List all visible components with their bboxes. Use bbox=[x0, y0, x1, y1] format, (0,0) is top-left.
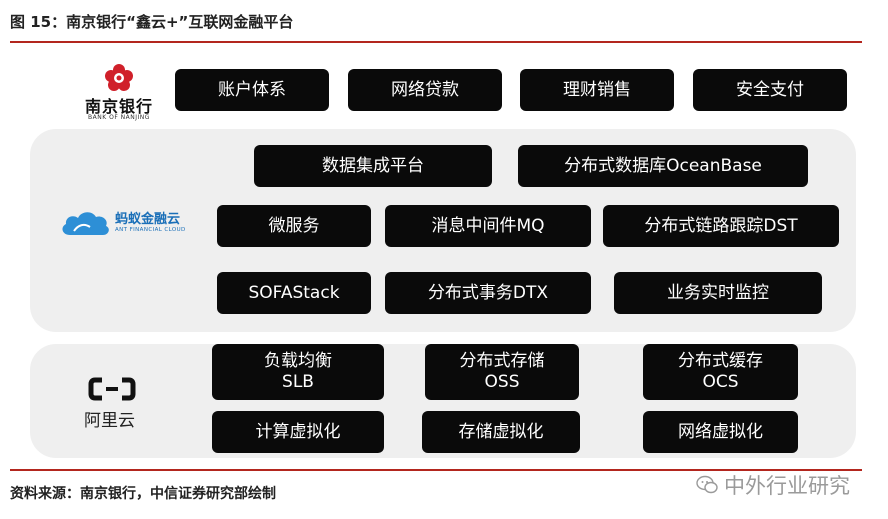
ant-mq: 消息中间件MQ bbox=[385, 205, 591, 247]
service-account-system: 账户体系 bbox=[175, 69, 329, 111]
ant-data-integration-platform: 数据集成平台 bbox=[254, 145, 492, 187]
bank-emblem-icon bbox=[105, 64, 133, 91]
bottom-rule bbox=[10, 469, 862, 471]
watermark: 中外行业研究 bbox=[696, 470, 850, 500]
wechat-icon bbox=[696, 475, 718, 494]
watermark-text: 中外行业研究 bbox=[724, 474, 850, 498]
aliyun-network-virtualization: 网络虚拟化 bbox=[643, 411, 798, 453]
bank-name: 南京银行 bbox=[84, 97, 153, 116]
ant-name-en: ANT FINANCIAL CLOUD bbox=[115, 227, 186, 233]
aliyun-compute-virtualization: 计算虚拟化 bbox=[212, 411, 384, 453]
cloud-icon bbox=[62, 212, 109, 235]
figure-title: 图 15：南京银行“鑫云+”互联网金融平台 bbox=[10, 13, 294, 31]
ant-financial-cloud-logo: 蚂蚁金融云 ANT FINANCIAL CLOUD bbox=[60, 205, 190, 239]
service-wealth-sales: 理财销售 bbox=[520, 69, 674, 111]
ant-dst: 分布式链路跟踪DST bbox=[603, 205, 839, 247]
aliyun-logo: 阿里云 bbox=[82, 375, 144, 435]
ant-microservice: 微服务 bbox=[217, 205, 371, 247]
service-secure-payment: 安全支付 bbox=[693, 69, 847, 111]
top-rule bbox=[10, 41, 862, 43]
ant-dtx: 分布式事务DTX bbox=[385, 272, 591, 314]
aliyun-bracket-icon bbox=[88, 377, 136, 401]
bank-of-nanjing-logo: 南京银行 BANK OF NANJING bbox=[78, 62, 160, 124]
bank-name-en: BANK OF NANJING bbox=[88, 114, 150, 121]
source-note: 资料来源：南京银行，中信证券研究部绘制 bbox=[10, 486, 276, 502]
service-online-loan: 网络贷款 bbox=[348, 69, 502, 111]
ant-oceanbase: 分布式数据库OceanBase bbox=[518, 145, 808, 187]
aliyun-storage-virtualization: 存储虚拟化 bbox=[422, 411, 580, 453]
aliyun-name: 阿里云 bbox=[84, 411, 135, 431]
ant-sofastack: SOFAStack bbox=[217, 272, 371, 314]
ant-realtime-monitoring: 业务实时监控 bbox=[614, 272, 822, 314]
ant-name: 蚂蚁金融云 bbox=[115, 212, 181, 227]
